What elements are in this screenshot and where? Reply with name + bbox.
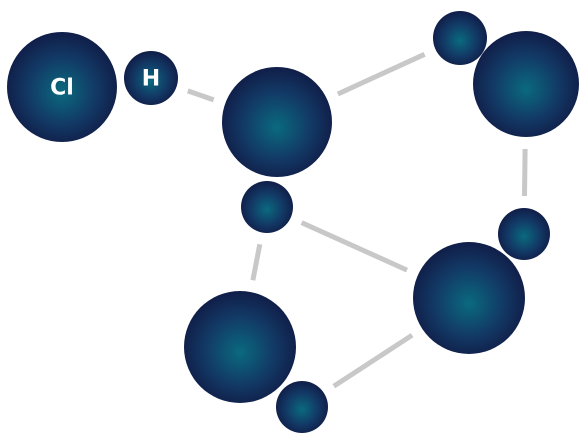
hydrogen-atom-4 bbox=[276, 381, 328, 433]
hydrogen-atom-4-sphere bbox=[276, 381, 328, 433]
oxygen-atom-4-sphere bbox=[184, 291, 296, 403]
hydrogen-atom-1-sphere bbox=[241, 181, 293, 233]
oxygen-atom-2-sphere bbox=[473, 31, 579, 137]
atom-layer: Cl H bbox=[7, 11, 579, 433]
bond-layer bbox=[186, 52, 528, 389]
bond-o1-h2 bbox=[336, 52, 426, 97]
hydrogen-atom-2-sphere bbox=[433, 11, 487, 65]
hydrogen-atom-labeled-sphere bbox=[124, 51, 178, 105]
bond-h-o1 bbox=[186, 88, 215, 103]
hydrogen-atom-labeled: H bbox=[124, 51, 178, 105]
bond-o2-h3 bbox=[522, 148, 528, 197]
bond-o3-h4 bbox=[332, 333, 414, 389]
hydrogen-atom-2 bbox=[433, 11, 487, 65]
oxygen-atom-3-sphere bbox=[413, 242, 525, 354]
oxygen-atom-3 bbox=[413, 242, 525, 354]
oxygen-atom-4 bbox=[184, 291, 296, 403]
hydrogen-atom-3 bbox=[498, 208, 550, 260]
oxygen-atom-2 bbox=[473, 31, 579, 137]
hydrogen-atom-label: H bbox=[142, 67, 160, 92]
hydrogen-atom-3-sphere bbox=[498, 208, 550, 260]
oxygen-atom-1 bbox=[222, 67, 332, 177]
chlorine-atom-label: Cl bbox=[50, 76, 74, 101]
bond-h1-o3 bbox=[300, 220, 409, 273]
oxygen-atom-1-sphere bbox=[222, 67, 332, 177]
chlorine-atom-sphere bbox=[7, 32, 117, 142]
bond-h1-o4 bbox=[250, 243, 263, 281]
hydrogen-atom-1 bbox=[241, 181, 293, 233]
chlorine-atom: Cl bbox=[7, 32, 117, 142]
